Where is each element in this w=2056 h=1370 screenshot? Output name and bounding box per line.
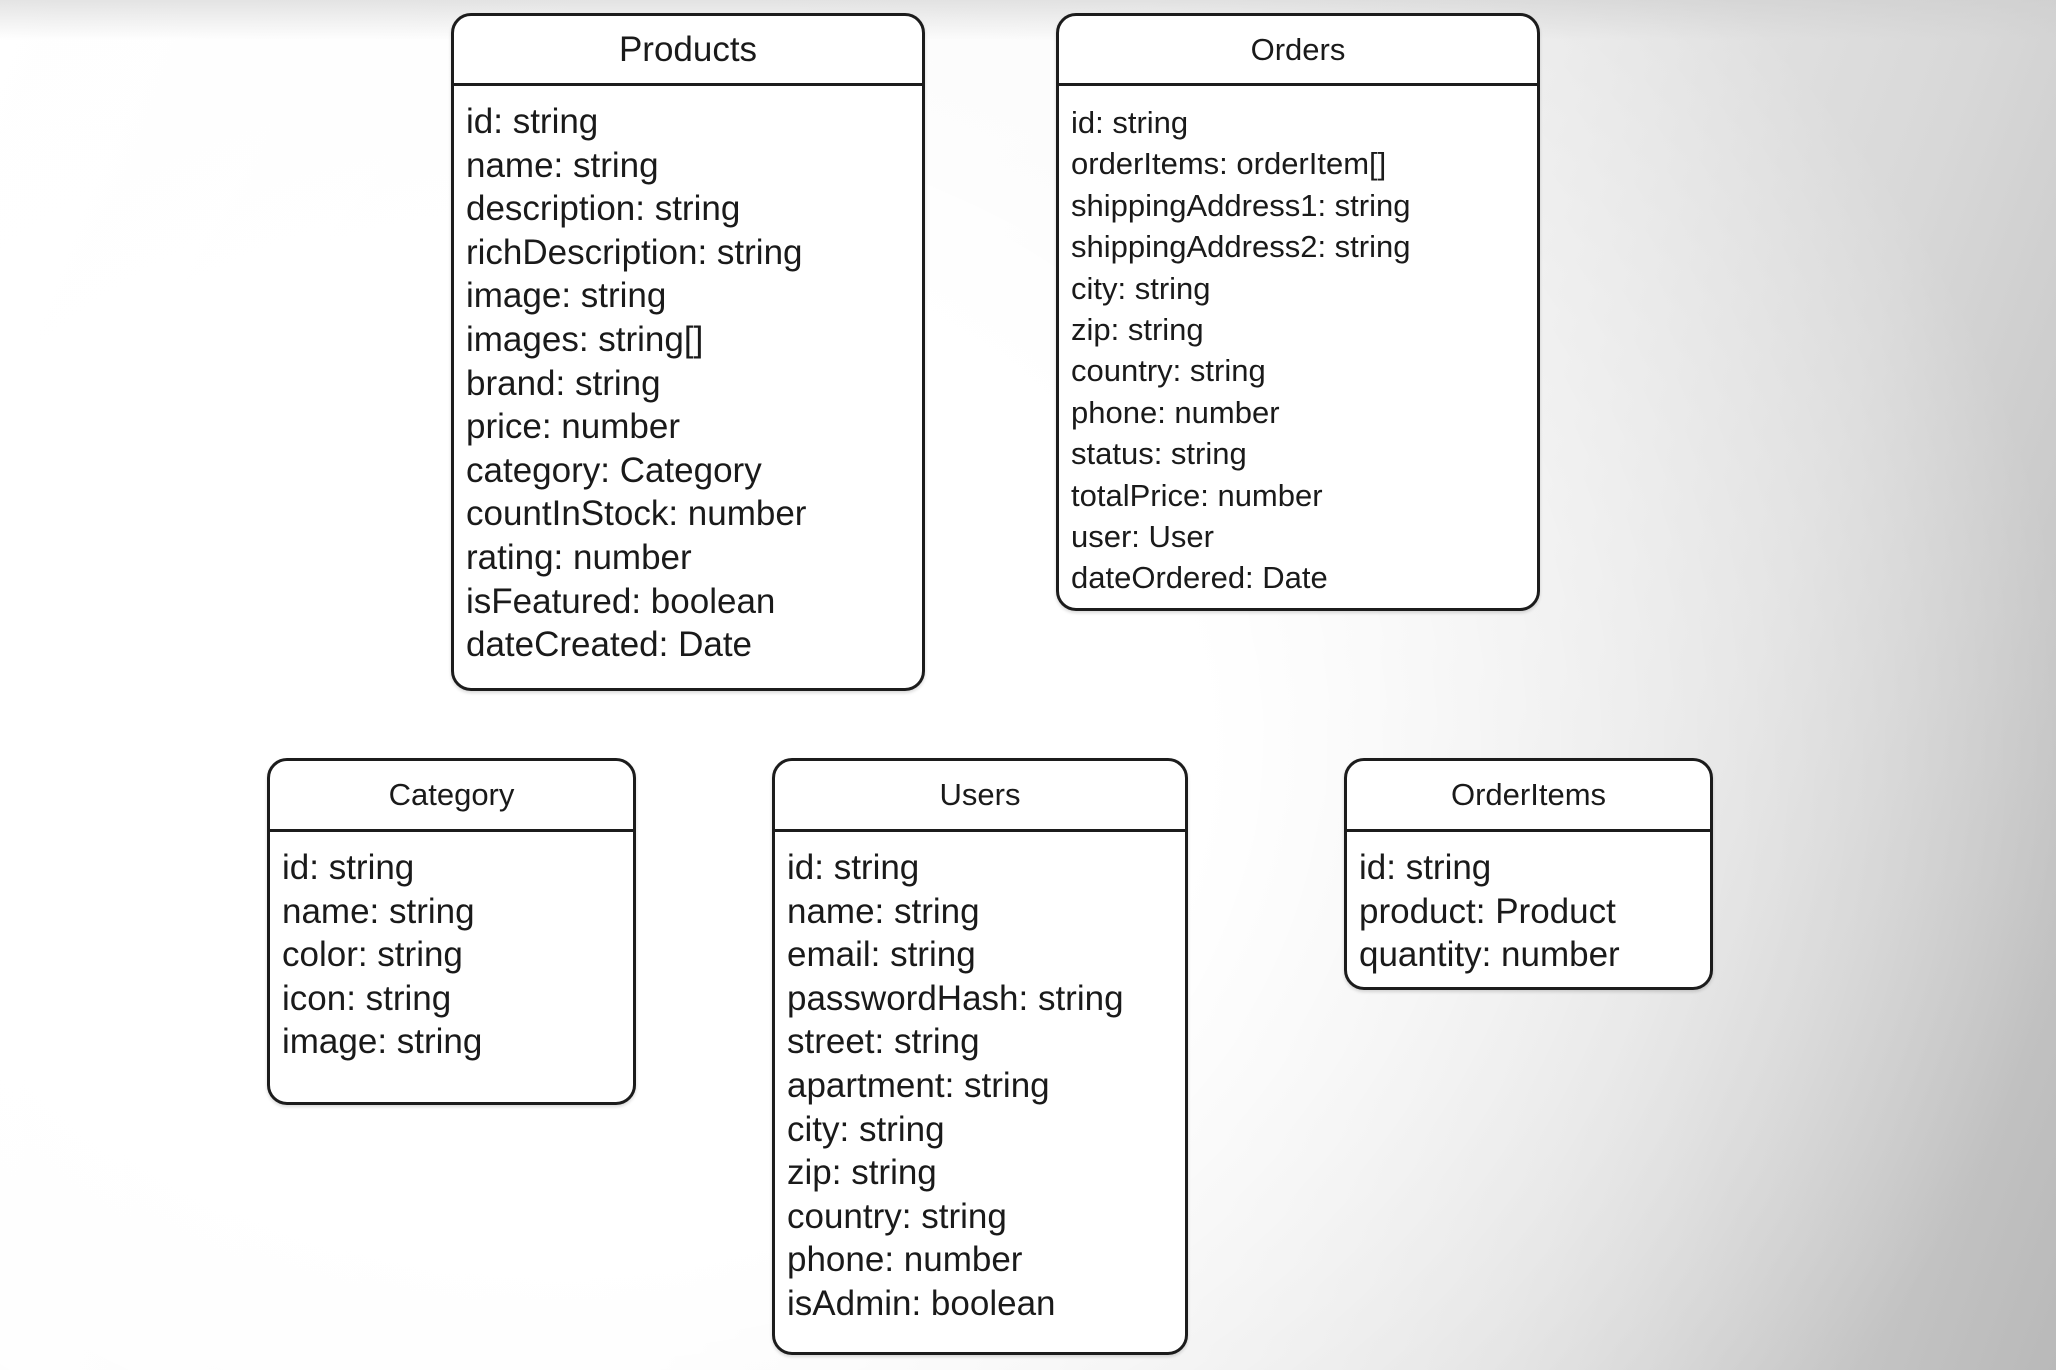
entity-field: id: string	[1359, 848, 1492, 887]
entity-fields: id: string orderItems: orderItem[] shippin…	[1059, 86, 1537, 599]
entity-field: phone: number	[1071, 394, 1280, 430]
entity-field: city: string	[1071, 270, 1211, 306]
entity-field: description: string	[466, 189, 741, 229]
entity-field: category: Category	[466, 450, 762, 490]
entity-title: Category	[270, 761, 633, 832]
entity-field: status: string	[1071, 436, 1247, 472]
entity-field: id: string	[787, 848, 920, 887]
entity-field: street: string	[787, 1022, 980, 1062]
entity-field: country: string	[787, 1196, 1007, 1236]
top-shade	[0, 0, 2056, 40]
entity-field: quantity: number	[1359, 935, 1620, 975]
entity-title: Users	[775, 761, 1185, 832]
entity-field: name: string	[282, 891, 475, 931]
entity-field: dateOrdered: Date	[1071, 560, 1328, 596]
entity-field: icon: string	[282, 978, 452, 1018]
entity-title: Products	[454, 16, 922, 86]
entity-field: product: Product	[1359, 891, 1616, 931]
entity-field: city: string	[787, 1109, 945, 1149]
entity-field: country: string	[1071, 353, 1266, 389]
entity-field: isAdmin: boolean	[787, 1283, 1056, 1323]
entity-field: color: string	[282, 935, 463, 975]
entity-orders: Orders id: string orderItems: orderItem[]…	[1056, 13, 1540, 611]
entity-field: isFeatured: boolean	[466, 581, 776, 621]
entity-field: price: number	[466, 407, 680, 447]
entity-field: dateCreated: Date	[466, 625, 753, 665]
entity-field: totalPrice: number	[1071, 477, 1323, 513]
entity-field: user: User	[1071, 519, 1214, 555]
entity-field: email: string	[787, 935, 976, 975]
entity-field: apartment: string	[787, 1065, 1050, 1105]
entity-field: image: string	[466, 276, 667, 316]
entity-field: passwordHash: string	[787, 978, 1124, 1018]
entity-field: rating: number	[466, 537, 692, 577]
entity-field: id: string	[466, 102, 599, 141]
entity-field: images: string[]	[466, 319, 704, 359]
entity-field: orderItems: orderItem[]	[1071, 146, 1387, 182]
entity-title: OrderItems	[1347, 761, 1710, 832]
entity-field: zip: string	[787, 1153, 937, 1193]
entity-field: richDescription: string	[466, 232, 803, 272]
entity-field: zip: string	[1071, 312, 1204, 348]
entity-field: shippingAddress1: string	[1071, 187, 1411, 223]
entity-title: Orders	[1059, 16, 1537, 86]
entity-field: countInStock: number	[466, 494, 807, 534]
entity-field: name: string	[787, 891, 980, 931]
entity-field: name: string	[466, 145, 659, 185]
entity-field: image: string	[282, 1022, 483, 1062]
entity-field: phone: number	[787, 1240, 1023, 1280]
entity-field: id: string	[282, 848, 415, 887]
entity-field: shippingAddress2: string	[1071, 229, 1411, 265]
entity-field: id: string	[1071, 105, 1189, 140]
entity-field: brand: string	[466, 363, 661, 403]
